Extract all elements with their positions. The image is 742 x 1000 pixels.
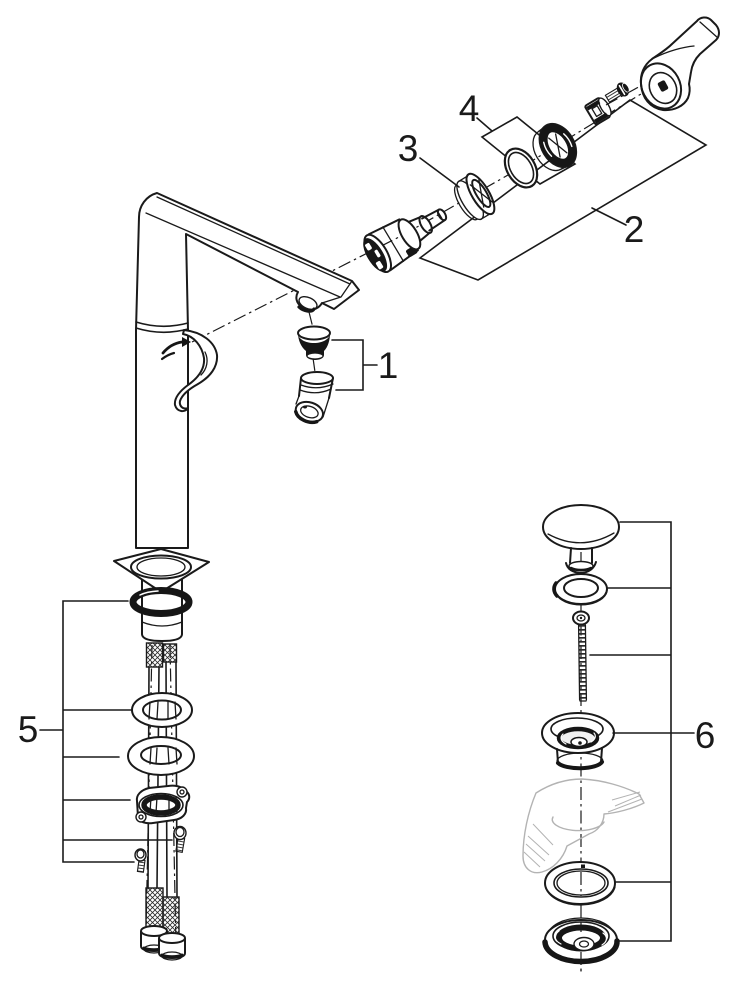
handle-adapter: [584, 97, 612, 126]
callout-4-leader: [476, 117, 493, 132]
rubber-washer: [127, 736, 195, 776]
cartridge: [363, 208, 448, 273]
aerator-group: 1: [294, 311, 399, 424]
aerator-seal: [297, 325, 331, 360]
spout-outlet: [297, 295, 318, 313]
callout-5-bracket: [39, 600, 173, 863]
callout-label-2: 2: [624, 209, 645, 250]
ghost-basin-section: [522, 778, 645, 874]
drain-strainer-flange: [541, 712, 615, 771]
aerator-centerline: [308, 311, 316, 373]
spout-near-edge: [145, 212, 341, 298]
cartridge-exploded-group: 2 3 4: [363, 16, 720, 281]
base-plate: [113, 548, 210, 593]
spout-outline: [135, 192, 360, 549]
drain-plug-cap: [542, 504, 620, 574]
handle-axis-segment: [605, 83, 645, 106]
drain-washer: [544, 861, 616, 906]
waste-set-group: 6: [522, 504, 716, 975]
o-ring-seal: [503, 147, 539, 189]
cap-ring: [532, 122, 578, 172]
supply-hoses: [147, 661, 178, 898]
aerator-mousseur: [294, 371, 334, 424]
fixing-set-group: 5: [18, 548, 210, 961]
callout-3-leader: [419, 157, 460, 188]
spout-tip-face: [321, 280, 353, 304]
fixing-screw-left: [134, 848, 147, 873]
rotation-arrow-icon: [160, 337, 191, 361]
hose-stub-right: [162, 643, 178, 663]
metal-washer: [131, 692, 193, 728]
hose-stub-left: [145, 642, 164, 668]
fixing-screw-right: [173, 825, 187, 854]
drain-body-bottom: [542, 917, 620, 972]
hose-nut-right: [158, 932, 186, 961]
retaining-ring: [453, 172, 496, 221]
callout-1-bracket: [331, 339, 378, 391]
callout-label-6: 6: [695, 715, 716, 756]
mounting-flange: [135, 784, 191, 825]
drain-seal-ring: [552, 573, 608, 606]
handle-screw: [604, 82, 630, 103]
body-seam-upper: [135, 321, 189, 328]
callout-label-1: 1: [378, 345, 399, 386]
callout-2-leader: [591, 207, 627, 226]
callout-label-4: 4: [459, 88, 480, 129]
callout-label-3: 3: [398, 128, 419, 169]
spout-far-edge: [156, 196, 351, 285]
side-lever: [173, 329, 219, 413]
callout-6-bracket: [589, 521, 695, 942]
side-lever-accent: [200, 351, 208, 376]
lever-handle: [639, 16, 720, 112]
drain-screw: [572, 610, 590, 702]
faucet-body: [135, 85, 655, 549]
shank-o-ring: [129, 587, 193, 617]
cartridge-axis-centerline: [191, 85, 655, 343]
callout-label-5: 5: [18, 709, 39, 750]
